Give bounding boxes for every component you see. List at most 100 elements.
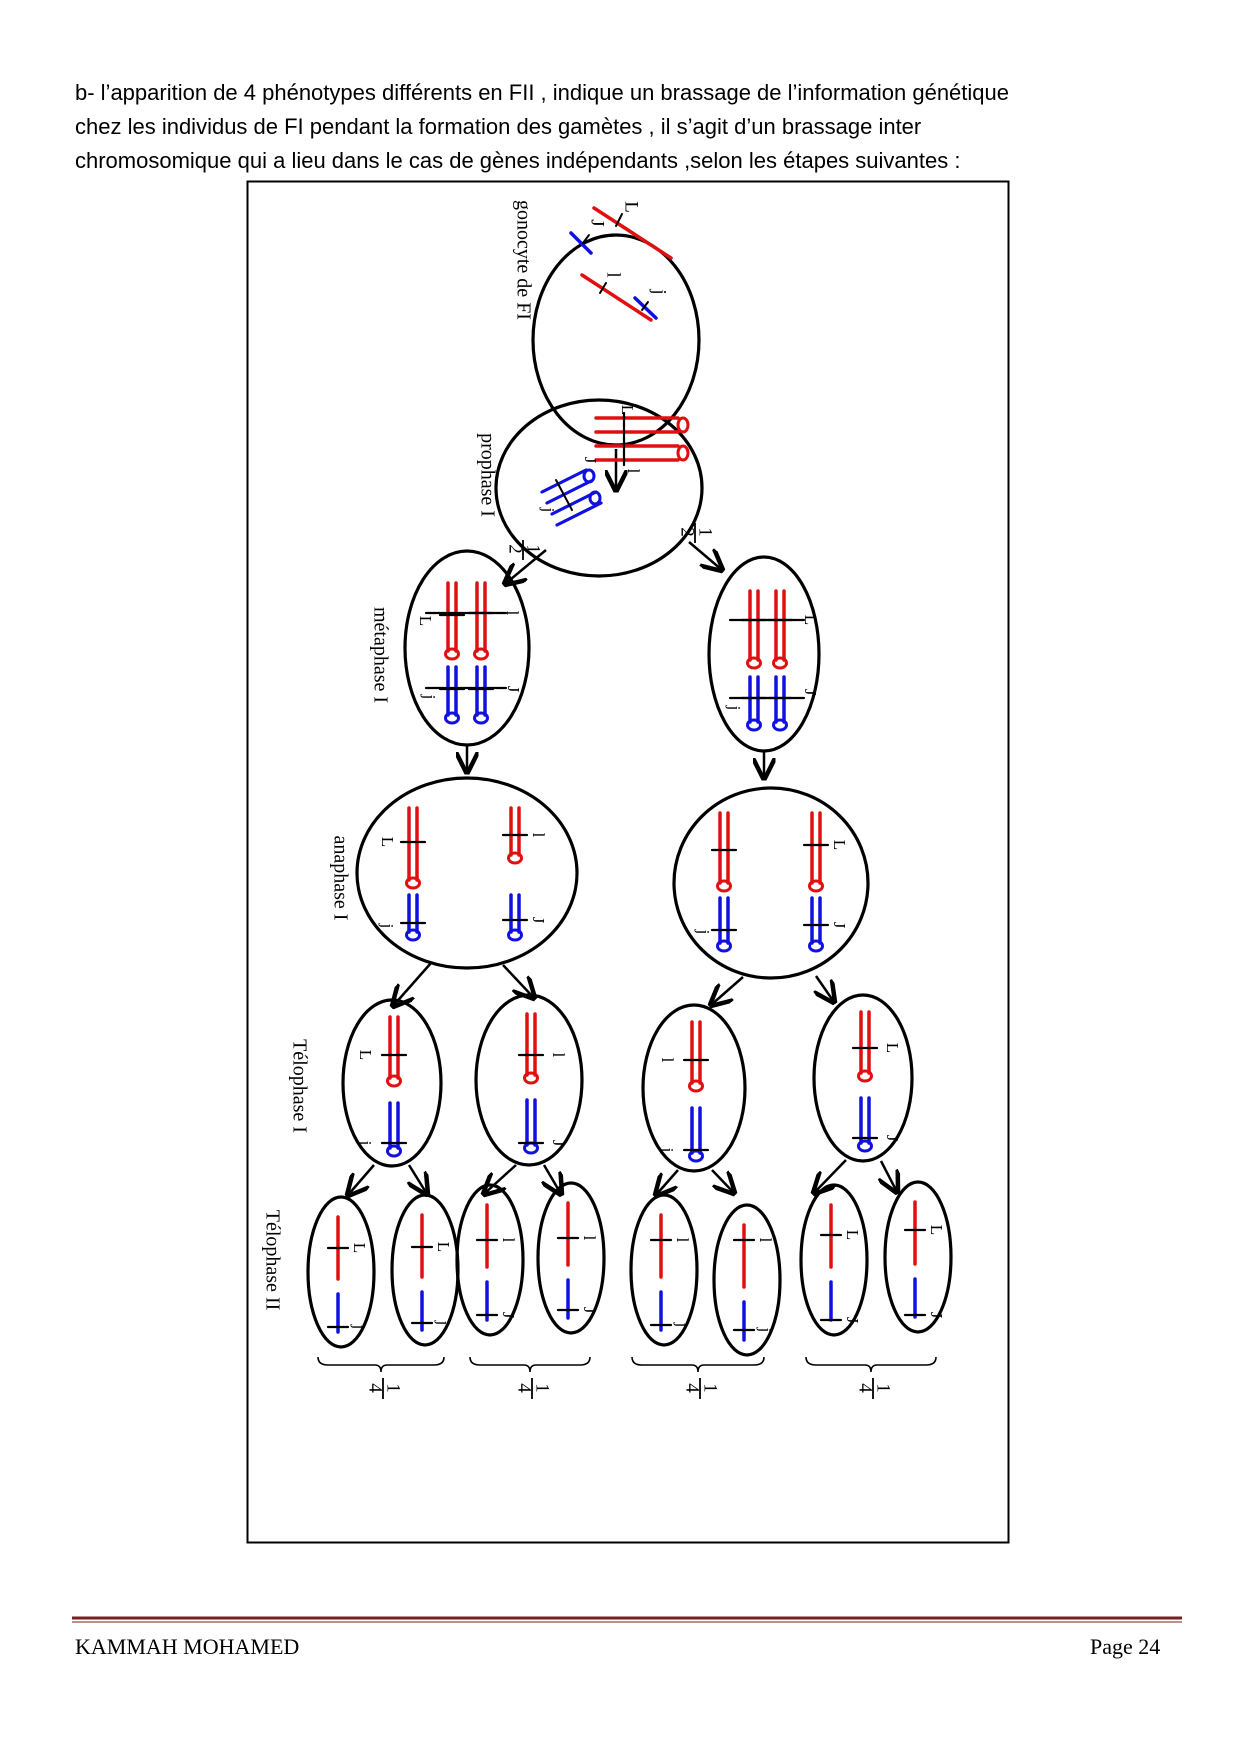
allele-label: j	[756, 1327, 775, 1333]
metaphase-left-blue-2-centromere	[473, 711, 489, 725]
allele-label: J	[843, 1317, 862, 1324]
anaphase-cell-right	[672, 786, 870, 980]
gamete-cell-8	[883, 1180, 953, 1334]
allele-l-label: l	[529, 833, 548, 838]
allele-label: j	[434, 1320, 453, 1326]
metaphase-right-blue-1-centromere	[746, 718, 762, 732]
fraction-quarter-denominator: 4	[514, 1383, 535, 1393]
fraction-quarter-denominator: 4	[682, 1383, 703, 1393]
locus-mark	[582, 234, 590, 244]
stage-label-prophase: prophase I	[476, 433, 498, 517]
gamete-pair-brace	[631, 1356, 765, 1373]
allele-label: L	[356, 1050, 375, 1060]
anaphase-left-red-2-centromere	[507, 851, 523, 865]
allele-label: j	[658, 1147, 677, 1153]
gamete-cell-6	[712, 1203, 782, 1357]
telophase1-cell-2	[474, 993, 584, 1167]
tetrad-blue-chromatid	[540, 468, 588, 494]
allele-L-label: L	[618, 405, 637, 415]
stage-label-telophase2: Télophase II	[261, 1210, 283, 1311]
gonocyte-cell	[531, 233, 701, 447]
metaphase-cell-right	[707, 555, 821, 753]
arrow	[502, 964, 534, 998]
footer-author: KAMMAH MOHAMED	[75, 1634, 300, 1659]
telophase1-cell-1	[341, 998, 443, 1168]
locus-mark	[599, 282, 607, 294]
allele-label: l	[499, 1238, 518, 1243]
fraction-quarter-denominator: 4	[365, 1383, 386, 1393]
allele-J-label: J	[587, 219, 608, 226]
tetrad-blue-centromere	[588, 490, 602, 506]
telophase1-red-2-centromere	[523, 1071, 539, 1085]
fraction-quarter-numerator: 1	[873, 1383, 894, 1393]
allele-label: L	[843, 1230, 862, 1240]
allele-label: j	[356, 1140, 375, 1146]
tetrad-red-centromere	[676, 444, 690, 462]
telophase1-red-1-centromere	[386, 1074, 402, 1088]
telophase1-cell-3	[641, 1003, 747, 1173]
allele-J-label: J	[529, 917, 548, 924]
allele-L-label: L	[621, 201, 642, 213]
arrow	[656, 1169, 679, 1195]
telophase1-blue-2-centromere	[523, 1141, 539, 1155]
telophase1-cell-4	[812, 993, 914, 1163]
arrow	[484, 1164, 517, 1194]
allele-j-label: j	[725, 705, 744, 711]
locus-mark	[641, 301, 649, 311]
anaphase-left-blue-2-centromere	[507, 928, 523, 942]
allele-J-label: J	[801, 689, 820, 696]
metaphase-left-red-1-centromere	[444, 647, 460, 661]
allele-label: L	[350, 1243, 369, 1253]
telophase1-blue-4-centromere	[857, 1139, 873, 1153]
gamete-pair-brace	[317, 1356, 445, 1373]
fraction-half-left-denominator: 2	[505, 544, 526, 554]
tetrad-red-centromere	[676, 416, 690, 434]
allele-label: J	[499, 1312, 518, 1319]
chromosome-blue	[569, 231, 593, 255]
anaphase-right-blue-1-centromere	[716, 939, 732, 953]
arrow	[348, 1164, 375, 1195]
anaphase-left-red-1-centromere	[405, 876, 421, 890]
allele-label: J	[883, 1135, 902, 1142]
allele-J-label: J	[830, 922, 849, 929]
allele-L-label: L	[378, 837, 397, 847]
intro-line-3: chromosomique qui a lieu dans le cas de …	[75, 148, 961, 173]
footer-page-number: Page 24	[1090, 1634, 1161, 1659]
arrow	[711, 976, 744, 1005]
allele-label: l	[673, 1238, 692, 1243]
fraction-half-right-numerator: 1	[695, 527, 716, 537]
locus-mark	[555, 479, 573, 511]
stage-label-gonocyte: gonocyte de FI	[512, 200, 534, 320]
allele-j-label: j	[420, 694, 439, 700]
anaphase-right-red-2-centromere	[808, 879, 824, 893]
allele-l-label: l	[503, 611, 522, 616]
gamete-cell-5	[629, 1193, 699, 1347]
allele-label: l	[756, 1238, 775, 1243]
allele-label: L	[927, 1225, 946, 1235]
tetrad-blue-chromatid	[550, 490, 598, 516]
allele-L-label: L	[416, 616, 435, 626]
allele-label: l	[549, 1053, 568, 1058]
telophase1-blue-3-centromere	[688, 1149, 704, 1163]
arrow	[393, 962, 432, 1006]
stage-label-telophase1: Télophase I	[288, 1039, 310, 1133]
gamete-cell-3	[455, 1183, 525, 1337]
telophase1-blue-1-centromere	[386, 1144, 402, 1158]
anaphase-cell-left	[355, 776, 579, 970]
intro-paragraph: b- l’apparition de 4 phénotypes différen…	[75, 76, 1185, 178]
gamete-cell-7	[799, 1183, 869, 1337]
fraction-quarter-denominator: 4	[855, 1383, 876, 1393]
allele-label: l	[580, 1236, 599, 1241]
allele-l-label: l	[603, 272, 624, 277]
allele-j-label: j	[649, 288, 670, 294]
arrow	[409, 1164, 427, 1194]
chromosome-red	[592, 206, 673, 260]
metaphase-right-red-2-centromere	[772, 656, 788, 670]
prophase-cell	[494, 398, 704, 578]
gamete-cell-1	[306, 1195, 376, 1349]
allele-label: j	[673, 1322, 692, 1328]
allele-J-label: J	[581, 457, 600, 464]
stage-label-metaphase: métaphase I	[369, 607, 391, 703]
anaphase-left-blue-1-centromere	[405, 928, 421, 942]
